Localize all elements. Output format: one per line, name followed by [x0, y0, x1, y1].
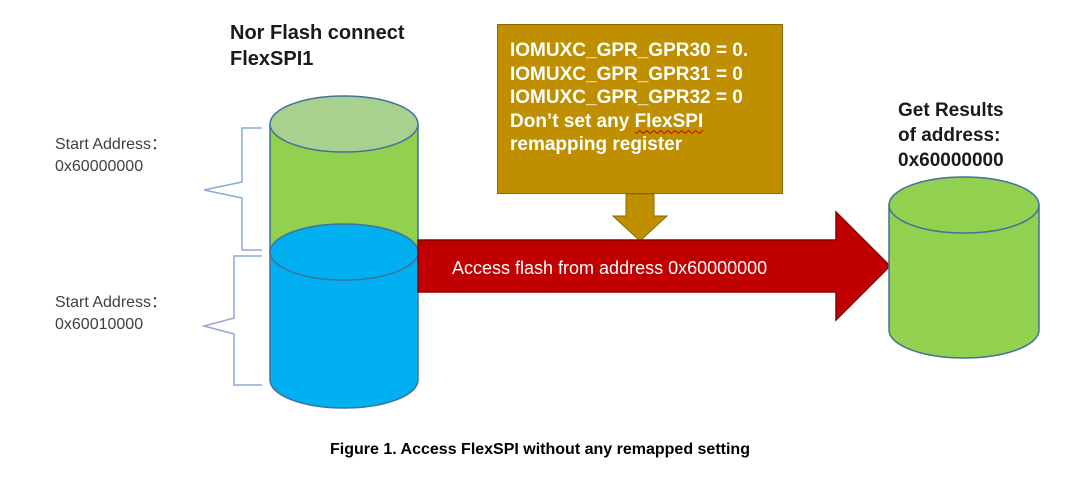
region-1-label: Start Address： 0x60000000 — [55, 134, 167, 178]
register-note-prefix: Don’t set any — [510, 110, 635, 132]
result-line-2: of address: — [898, 125, 1001, 146]
region-2-label: Start Address： 0x60010000 — [55, 292, 167, 336]
region-2-start-label: Start Address： — [55, 294, 168, 311]
flash-segment-blue-top — [269, 223, 419, 281]
register-line-3: IOMUXC_GPR_GPR32 = 0 — [510, 87, 743, 108]
register-line-1: IOMUXC_GPR_GPR30 = 0. — [510, 40, 749, 61]
flash-title: Nor Flash connect FlexSPI1 — [230, 20, 404, 72]
register-note-keyword: FlexSPI — [634, 110, 704, 132]
result-title: Get Results of address: 0x60000000 — [898, 98, 1004, 173]
access-arrow — [417, 210, 892, 322]
register-note-line-1: Don’t set any FlexSPI — [510, 110, 770, 134]
flash-segment-blue-body — [269, 251, 419, 409]
flash-cylinder — [269, 95, 419, 409]
region-1-start-label: Start Address： — [55, 136, 168, 153]
result-cylinder-top — [888, 176, 1040, 234]
down-arrow — [611, 193, 669, 242]
region-2-address: 0x60010000 — [55, 316, 144, 333]
flash-title-line-1: Nor Flash connect — [230, 22, 405, 44]
register-note-line-2: remapping register — [510, 134, 683, 155]
access-arrow-label: Access flash from address 0x60000000 — [452, 258, 768, 278]
figure-caption: Figure 1. Access FlexSPI without any rem… — [330, 441, 750, 458]
flash-segment-green-top — [269, 95, 419, 153]
register-line-2: IOMUXC_GPR_GPR31 = 0 — [510, 63, 743, 85]
result-line-3: 0x60000000 — [898, 150, 1004, 171]
result-line-1: Get Results — [898, 100, 1004, 121]
region-1-address: 0x60000000 — [55, 158, 144, 175]
brace-region-1 — [203, 127, 262, 251]
flash-title-line-2: FlexSPI1 — [230, 48, 314, 70]
brace-region-2 — [201, 255, 262, 386]
result-cylinder — [888, 176, 1040, 359]
register-config-box: IOMUXC_GPR_GPR30 = 0. IOMUXC_GPR_GPR31 =… — [497, 24, 783, 194]
result-cylinder-body — [888, 204, 1040, 359]
